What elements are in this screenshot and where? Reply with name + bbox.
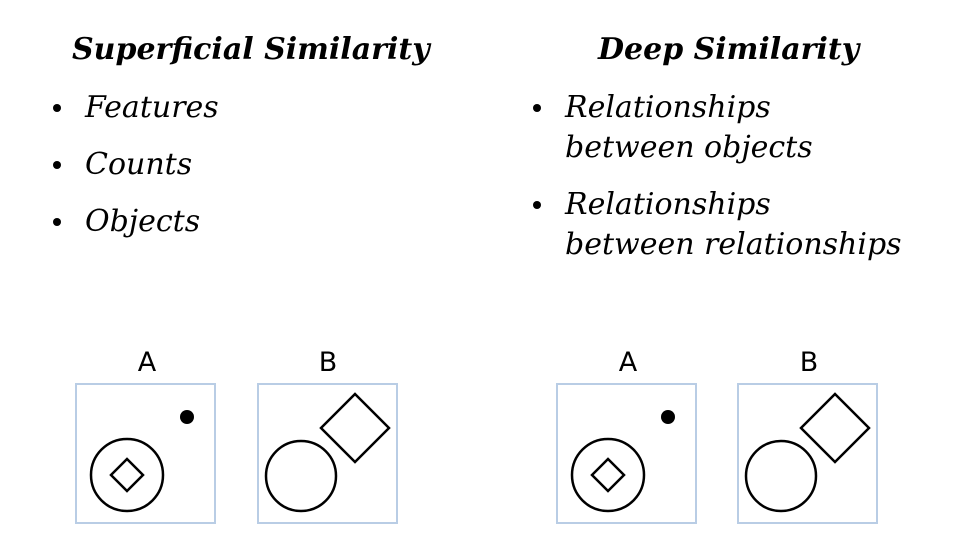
right-panel-b-figure xyxy=(744,392,871,513)
left-panel-a-label: A xyxy=(137,347,157,378)
bullet-dot-icon xyxy=(533,104,541,112)
bullet-text: between objects xyxy=(565,130,813,165)
bullet-dot-icon xyxy=(53,104,61,112)
bullet-text: Relationships xyxy=(565,90,771,125)
bullet-text: Objects xyxy=(85,204,201,239)
large-diamond xyxy=(319,392,391,464)
large-diamond xyxy=(799,392,871,464)
left-panel-a-figure xyxy=(89,410,194,513)
left-panel-a xyxy=(75,383,216,524)
small-diamond xyxy=(109,457,145,493)
right-panel-b xyxy=(737,383,878,524)
right-panel-a-label: A xyxy=(618,347,638,378)
bullet-item: Objects xyxy=(48,202,219,242)
left-panel-b-label: B xyxy=(318,347,338,378)
bullet-item: Relationships between relationships xyxy=(528,185,902,265)
left-panel-b-figure xyxy=(264,392,391,513)
bullet-text: Relationships xyxy=(565,187,771,222)
large-circle xyxy=(89,437,165,513)
bullet-text: between relationships xyxy=(565,227,902,262)
bullet-item: Counts xyxy=(48,145,219,185)
bullet-dot-icon xyxy=(533,201,541,209)
bullet-dot-icon xyxy=(53,161,61,169)
bullet-item: Features xyxy=(48,88,219,128)
small-dot xyxy=(180,410,194,424)
superficial-similarity-heading: Superficial Similarity xyxy=(72,32,430,67)
large-circle xyxy=(264,439,338,513)
small-dot xyxy=(661,410,675,424)
deep-similarity-heading: Deep Similarity xyxy=(598,32,860,67)
left-panel-b xyxy=(257,383,398,524)
bullet-text: Counts xyxy=(85,147,193,182)
large-circle xyxy=(744,439,818,513)
right-panel-b-label: B xyxy=(799,347,819,378)
right-panel-a-figure xyxy=(570,410,675,513)
right-panel-a xyxy=(556,383,697,524)
large-circle xyxy=(570,437,646,513)
bullet-text: Features xyxy=(85,90,219,125)
bullet-item: Relationships between objects xyxy=(528,88,902,168)
bullet-dot-icon xyxy=(53,218,61,226)
small-diamond xyxy=(590,457,626,493)
